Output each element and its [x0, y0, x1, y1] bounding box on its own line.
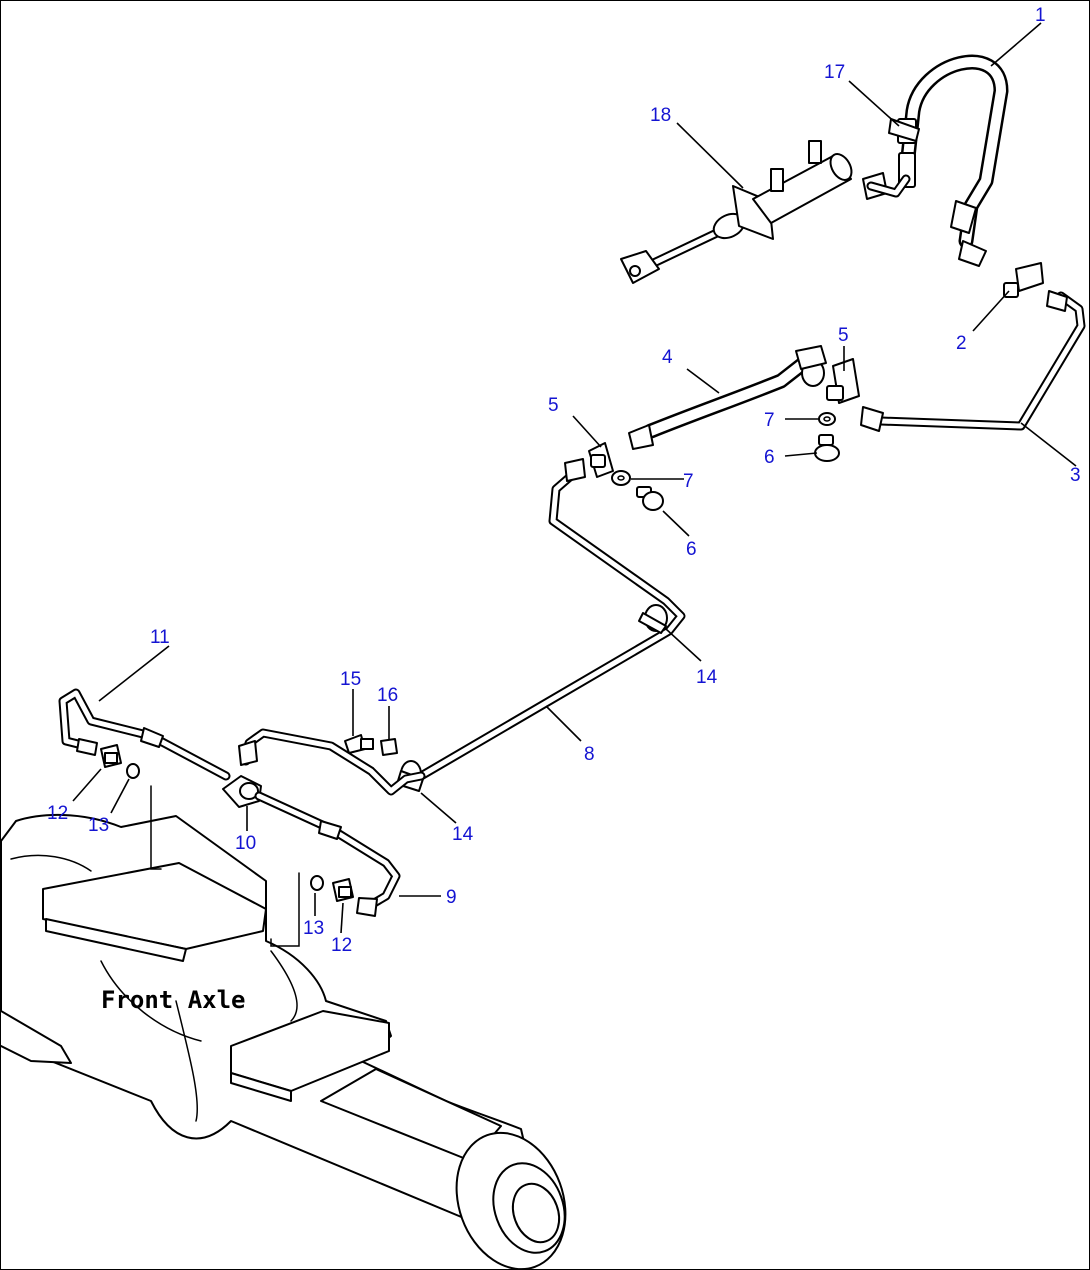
washer-7-lower — [611, 470, 631, 486]
callout-9: 9 — [446, 887, 457, 908]
joint-2 — [1003, 262, 1044, 298]
callout-7-lower: 7 — [683, 471, 694, 492]
front-axle-label: Front Axle — [101, 986, 246, 1014]
bolt-15 — [344, 734, 374, 754]
collar-16 — [380, 738, 398, 756]
callout-4: 4 — [662, 347, 673, 368]
callout-12-right: 12 — [331, 935, 352, 956]
clamp-14-upper — [638, 604, 668, 634]
callout-11: 11 — [150, 627, 170, 648]
callout-3: 3 — [1070, 465, 1081, 486]
callout-2: 2 — [956, 333, 967, 354]
washer-7-upper — [818, 412, 836, 426]
brake-hose-4 — [628, 345, 827, 450]
leader-lines — [72, 22, 1077, 934]
bleeder-6-lower — [636, 486, 664, 511]
oring-13-left — [126, 763, 140, 779]
callout-13-left: 13 — [88, 815, 109, 836]
callout-1: 1 — [1035, 5, 1046, 26]
callout-8: 8 — [584, 744, 595, 765]
callout-13-right: 13 — [303, 918, 324, 939]
brake-master-cylinder — [620, 140, 888, 284]
callout-6-lower: 6 — [686, 539, 697, 560]
callout-14-lower: 14 — [452, 824, 474, 845]
callout-5-lower: 5 — [548, 395, 559, 416]
callout-7-upper: 7 — [764, 410, 775, 431]
callout-17: 17 — [824, 62, 845, 83]
callout-10: 10 — [235, 833, 256, 854]
bleeder-6-upper — [814, 434, 840, 462]
brake-tube-3 — [860, 290, 1086, 432]
callout-5-upper: 5 — [838, 325, 849, 346]
callout-18: 18 — [650, 105, 671, 126]
callout-numbers: 1 17 18 2 5 4 7 6 3 5 7 6 14 11 15 16 8 … — [47, 5, 1081, 956]
callout-15: 15 — [340, 669, 361, 690]
connector-12-left — [100, 744, 122, 768]
callout-14-upper: 14 — [696, 667, 718, 688]
tee-block-upper — [826, 358, 860, 404]
brake-tube-11 — [58, 688, 231, 781]
callout-6-upper: 6 — [764, 447, 775, 468]
front-axle-housing — [1, 785, 567, 1269]
tee-10 — [222, 775, 262, 808]
oring-13-right — [310, 875, 324, 891]
connector-12-right — [332, 878, 354, 902]
brake-hose-1 — [897, 54, 1009, 267]
callout-16: 16 — [377, 685, 398, 706]
tee-block-lower — [588, 442, 614, 478]
brake-tube-to-tee — [238, 728, 426, 796]
callout-12-left: 12 — [47, 803, 68, 824]
connector-pipe — [866, 174, 911, 198]
brake-tube-9 — [254, 791, 401, 917]
